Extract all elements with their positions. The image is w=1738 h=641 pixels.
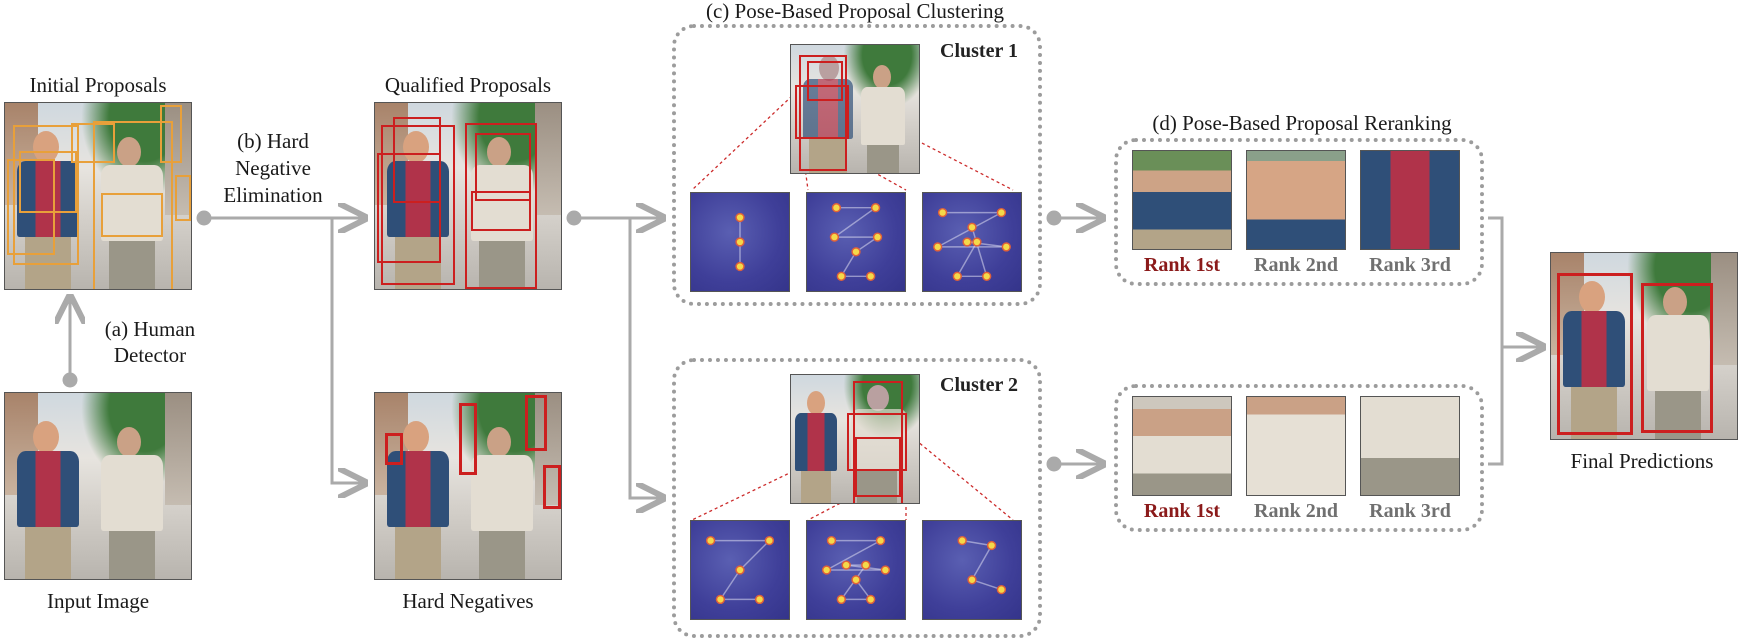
- skeleton-limb: [971, 579, 1002, 591]
- skeleton-joint: [875, 535, 886, 546]
- skeleton-joint: [986, 540, 997, 551]
- skeleton-limb: [719, 569, 741, 600]
- skeleton-joint: [996, 584, 1007, 595]
- arrow-to-hard-negatives: [330, 218, 362, 483]
- skeleton-limb: [840, 251, 857, 277]
- cluster1-heatmap-2-skeleton: [829, 203, 883, 281]
- arrow-to-cluster2: [628, 218, 660, 498]
- initial-proposals-image: [4, 102, 192, 290]
- skeleton-joint: [764, 535, 775, 546]
- skeleton-joint: [996, 207, 1007, 218]
- rerank2-crop-1: [1132, 396, 1232, 496]
- cluster1-label: Cluster 1: [940, 40, 1018, 62]
- rerank2-rank-1: Rank 1st: [1143, 500, 1221, 522]
- cluster1-box: [672, 24, 1042, 306]
- cluster2-heatmap-3-skeleton: [957, 535, 1007, 595]
- rerank2-rank-3: Rank 3rd: [1369, 500, 1451, 522]
- rerank1-crop-1: [1132, 150, 1232, 250]
- hard-negatives-label: Hard Negatives: [402, 589, 534, 613]
- step-a-line2: Detector: [113, 343, 187, 367]
- skeleton-joint: [933, 242, 943, 252]
- skeleton-joint: [754, 594, 765, 605]
- rerank2-crop-2: [1246, 396, 1346, 496]
- skeleton-limb: [834, 207, 877, 238]
- step-a-line1: (a) Human: [104, 317, 196, 341]
- step-b-line2: Negative: [235, 156, 311, 180]
- qualified-proposals-label: Qualified Proposals: [384, 73, 552, 97]
- skeleton-joint: [841, 560, 851, 570]
- rerank1-crop-2: [1246, 150, 1346, 250]
- skeleton-joint: [972, 237, 982, 247]
- skeleton-joint: [826, 535, 837, 546]
- skeleton-joint: [982, 271, 992, 281]
- merge-bracket: [1488, 216, 1504, 466]
- cluster2-heatmap-2-skeleton: [821, 535, 891, 605]
- input-image-label: Input Image: [46, 589, 150, 613]
- initial-proposals-label: Initial Proposals: [29, 73, 167, 97]
- skeleton-joint: [861, 560, 871, 570]
- rerank2-crop-3: [1360, 396, 1460, 496]
- cluster2-label: Cluster 2: [940, 374, 1018, 396]
- hard-negatives-image: [374, 392, 562, 580]
- skeleton-joint: [836, 271, 846, 281]
- cluster2-heatmap-3: [922, 520, 1022, 620]
- cluster1-heatmap-2: [806, 192, 906, 292]
- skeleton-limb: [962, 539, 992, 547]
- skeleton-joint: [1001, 242, 1011, 252]
- skeleton-limb: [971, 227, 988, 277]
- skeleton-joint: [715, 594, 726, 605]
- skeleton-joint: [735, 565, 745, 575]
- rerank2-rank-2: Rank 2nd: [1254, 500, 1338, 522]
- skeleton-limb: [739, 540, 770, 571]
- final-predictions-label: Final Predictions: [1570, 449, 1714, 473]
- cluster2-box: [672, 358, 1042, 638]
- skeleton-joint: [735, 261, 745, 272]
- skeleton-joint: [962, 237, 972, 247]
- rerank1-crop-3: [1360, 150, 1460, 250]
- input-image: [4, 392, 192, 580]
- cluster1-heatmap-1-skeleton: [735, 212, 745, 272]
- rerank1-rank-2: Rank 2nd: [1254, 254, 1338, 276]
- skeleton-joint: [866, 271, 876, 281]
- skeleton-joint: [735, 237, 745, 247]
- rerank1-box: [1114, 138, 1484, 286]
- skeleton-joint: [829, 232, 840, 242]
- skeleton-joint: [851, 247, 861, 257]
- skeleton-joint: [851, 575, 861, 585]
- skeleton-joint: [836, 594, 846, 605]
- cluster2-image: [790, 374, 920, 504]
- skeleton-joint: [967, 575, 977, 585]
- cluster1-image: [790, 44, 920, 174]
- cluster1-heatmap-1: [690, 192, 790, 292]
- skeleton-joint: [866, 594, 876, 605]
- skeleton-joint: [967, 222, 977, 232]
- cluster2-heatmap-1-skeleton: [705, 535, 775, 605]
- skeleton-joint: [735, 212, 745, 223]
- cluster2-heatmap-2: [806, 520, 906, 620]
- skeleton-joint: [705, 535, 716, 546]
- rerank1-rank-1: Rank 1st: [1143, 254, 1221, 276]
- step-b-line3: Elimination: [223, 183, 323, 207]
- skeleton-joint: [952, 271, 962, 281]
- skeleton-limb: [971, 545, 993, 581]
- step-d-label: (d) Pose-Based Proposal Reranking: [1152, 111, 1452, 135]
- step-c-label: (c) Pose-Based Proposal Clustering: [705, 0, 1005, 23]
- skeleton-joint: [880, 565, 891, 575]
- rerank2-box: [1114, 384, 1484, 532]
- skeleton-limb: [826, 539, 881, 571]
- skeleton-joint: [872, 232, 883, 242]
- qualified-proposals-image: [374, 102, 562, 290]
- cluster1-heatmap-3: [922, 192, 1022, 292]
- cluster2-heatmap-1: [690, 520, 790, 620]
- rerank1-rank-3: Rank 3rd: [1369, 254, 1451, 276]
- cluster1-heatmap-3-skeleton: [933, 207, 1011, 281]
- skeleton-joint: [831, 203, 842, 213]
- skeleton-joint: [821, 565, 832, 575]
- skeleton-joint: [870, 203, 881, 213]
- final-predictions-image: [1550, 252, 1738, 440]
- step-b-line1: (b) Hard: [237, 129, 309, 153]
- skeleton-joint: [957, 535, 967, 546]
- skeleton-limb: [956, 241, 978, 277]
- skeleton-joint: [937, 207, 948, 218]
